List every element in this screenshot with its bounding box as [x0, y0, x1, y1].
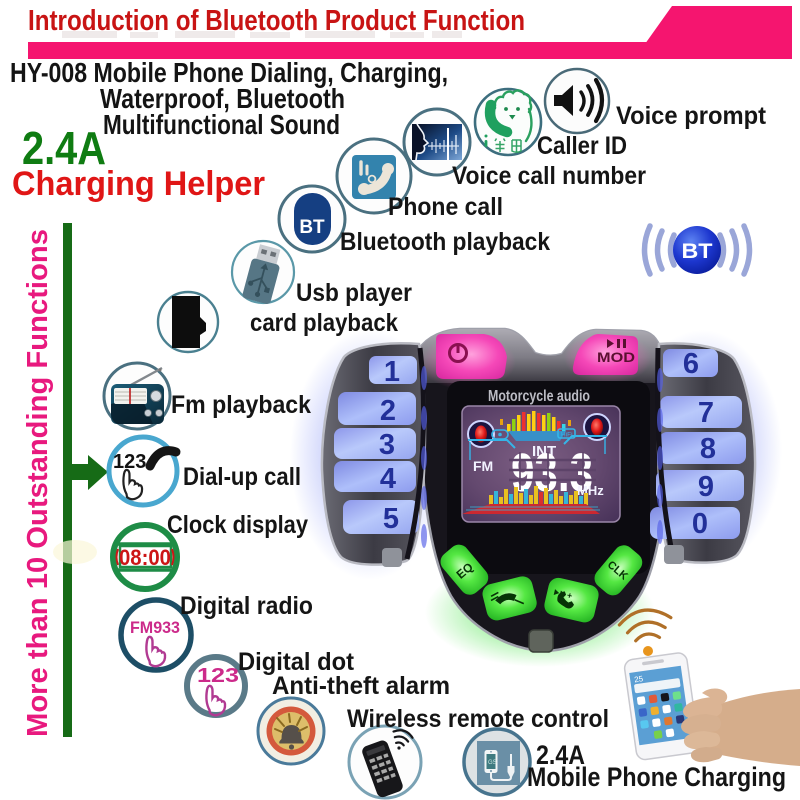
svg-text:5: 5: [383, 503, 399, 535]
svg-text:Voice prompt: Voice prompt: [616, 102, 767, 130]
svg-text:BT: BT: [682, 240, 713, 263]
svg-text:Voice call number: Voice call number: [452, 162, 646, 190]
svg-text:HY-008 Mobile Phone Dialing, C: HY-008 Mobile Phone Dialing, Charging,: [10, 57, 448, 88]
svg-text:card playback: card playback: [250, 309, 398, 337]
svg-text:123: 123: [113, 451, 146, 473]
svg-text:8: 8: [700, 433, 716, 465]
svg-text:9: 9: [698, 471, 714, 503]
svg-text:123: 123: [197, 665, 239, 687]
svg-text:Dial-up call: Dial-up call: [183, 463, 301, 491]
svg-text:4: 4: [380, 463, 396, 495]
svg-text:Bluetooth playback: Bluetooth playback: [340, 228, 550, 256]
svg-text:Phone call: Phone call: [388, 193, 503, 221]
svg-text:Anti-theft alarm: Anti-theft alarm: [272, 672, 450, 700]
svg-text:Fm playback: Fm playback: [171, 391, 311, 419]
svg-text:BT: BT: [299, 217, 325, 238]
svg-text:INT: INT: [532, 443, 556, 460]
svg-text:2.4A: 2.4A: [22, 122, 106, 174]
svg-text:HiFi: HiFi: [561, 432, 573, 439]
svg-text:MOD: MOD: [597, 349, 635, 365]
svg-text:25: 25: [634, 674, 645, 684]
svg-text:FM: FM: [473, 458, 493, 474]
svg-text:6: 6: [683, 348, 699, 380]
svg-text:Caller ID: Caller ID: [537, 132, 627, 160]
svg-text:Motorcycle audio: Motorcycle audio: [488, 388, 590, 405]
svg-text:MHz: MHz: [577, 483, 604, 498]
svg-text:2.4A: 2.4A: [536, 740, 585, 770]
svg-text:0: 0: [692, 508, 708, 540]
svg-text:08:00: 08:00: [119, 545, 171, 570]
svg-text:More than 10 Outstanding Funct: More than 10 Outstanding Functions: [22, 229, 54, 737]
svg-text:+: +: [566, 590, 573, 601]
svg-text:GS: GS: [488, 760, 497, 766]
svg-text:Wireless remote control: Wireless remote control: [347, 705, 609, 733]
svg-text:7: 7: [698, 397, 714, 429]
svg-text:3: 3: [379, 429, 395, 461]
svg-text:Mobile Phone Charging: Mobile Phone Charging: [527, 762, 786, 792]
svg-text:Multifunctional Sound: Multifunctional Sound: [103, 109, 340, 140]
svg-text:Waterproof, Bluetooth: Waterproof, Bluetooth: [100, 83, 345, 114]
svg-text:Introduction of Bluetooth Prod: Introduction of Bluetooth Product Functi…: [28, 5, 525, 37]
svg-text:1: 1: [384, 356, 400, 388]
svg-text:Usb player: Usb player: [296, 279, 412, 307]
svg-text:Digital dot: Digital dot: [238, 648, 355, 676]
svg-text:Clock display: Clock display: [167, 511, 308, 539]
svg-text:2: 2: [380, 395, 396, 427]
svg-text:Charging Helper: Charging Helper: [12, 165, 265, 203]
svg-text:Digital radio: Digital radio: [180, 592, 313, 620]
svg-text:FM933: FM933: [130, 618, 180, 637]
